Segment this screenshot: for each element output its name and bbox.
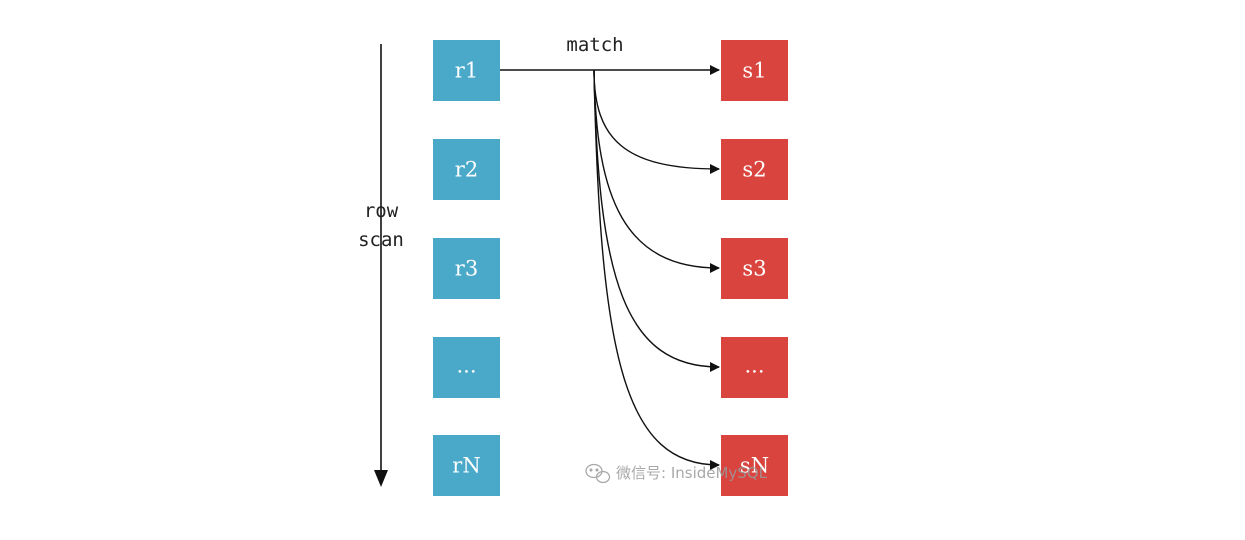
right-box-label: sN <box>740 454 769 478</box>
left-box-r1: r1 <box>433 40 500 101</box>
right-box-label: s1 <box>742 59 766 83</box>
match-arrow-s2 <box>593 69 720 174</box>
left-box-label: r1 <box>455 59 478 83</box>
row-scan-arrow <box>374 44 388 487</box>
left-box-rN: rN <box>433 435 500 496</box>
left-box-r2: r2 <box>433 139 500 200</box>
right-box-sN: sN <box>721 435 788 496</box>
match-arrow-ellipsis <box>593 69 720 372</box>
right-box-s2: s2 <box>721 139 788 200</box>
right-box-label: s3 <box>742 257 766 281</box>
match-arrows <box>500 65 720 470</box>
right-box-s1: s1 <box>721 40 788 101</box>
left-box-ellipsis: ... <box>433 337 500 398</box>
wechat-icon <box>585 463 611 484</box>
match-arrow-s3 <box>593 69 720 273</box>
scan-label-row: row <box>364 200 399 222</box>
right-box-label: ... <box>744 354 764 378</box>
left-box-label: r3 <box>455 257 478 281</box>
right-box-s3: s3 <box>721 238 788 299</box>
left-box-label: ... <box>456 354 476 378</box>
right-box-label: s2 <box>742 158 766 182</box>
left-box-label: rN <box>452 454 480 478</box>
match-arrow-sN <box>593 69 720 470</box>
match-label: match <box>566 34 623 56</box>
left-box-label: r2 <box>455 158 478 182</box>
right-box-ellipsis: ... <box>721 337 788 398</box>
scan-label-scan: scan <box>358 229 404 251</box>
row-scan-arrowhead <box>374 470 388 487</box>
watermark: 微信号: InsideMySQL <box>585 463 768 484</box>
left-box-r3: r3 <box>433 238 500 299</box>
watermark-text: 微信号: InsideMySQL <box>616 464 768 482</box>
